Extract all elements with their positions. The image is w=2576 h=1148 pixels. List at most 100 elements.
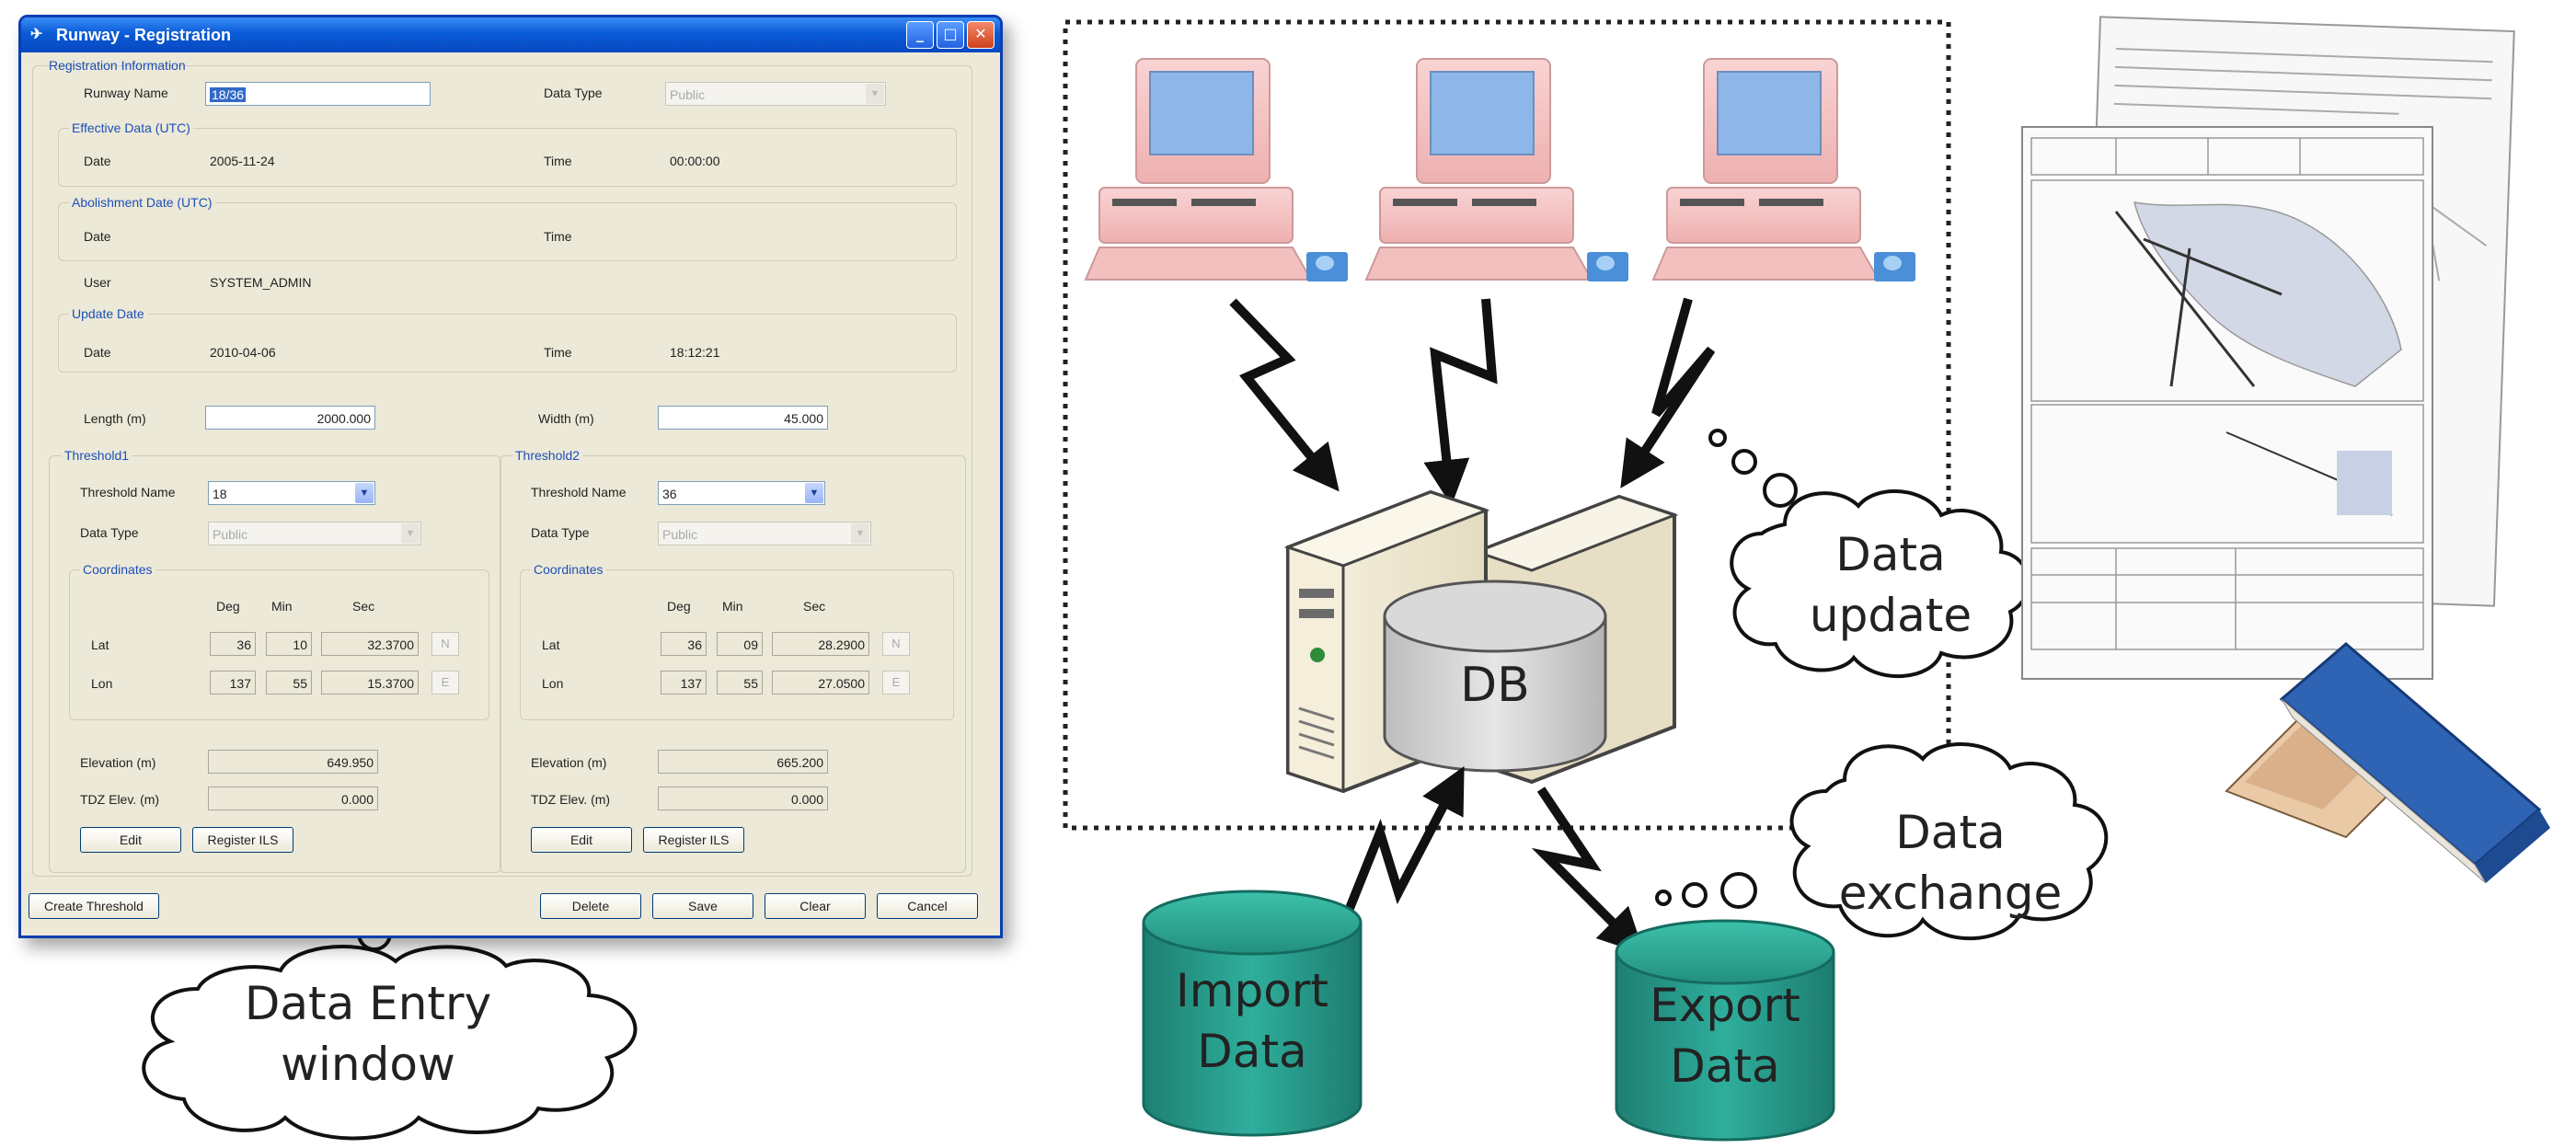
- clear-button[interactable]: Clear: [765, 893, 866, 919]
- t1-lon-min[interactable]: 55: [266, 671, 312, 695]
- t2-data-type-value: Public: [662, 527, 698, 542]
- width-label: Width (m): [538, 411, 594, 426]
- t1-data-type-value: Public: [213, 527, 248, 542]
- effective-date-value: 2005-11-24: [210, 154, 275, 168]
- threshold2-heading: Threshold2: [512, 448, 583, 463]
- t2-lon-min[interactable]: 55: [717, 671, 763, 695]
- user-label: User: [84, 275, 111, 290]
- aeronautical-chart-front-icon: [2021, 126, 2433, 680]
- data-type-select[interactable]: Public ▼: [665, 82, 886, 106]
- data-entry-line2: window: [281, 1038, 455, 1091]
- data-type-value: Public: [670, 87, 706, 102]
- abolishment-date-group: [58, 202, 957, 261]
- window-title-bar[interactable]: ✈ Runway - Registration: [21, 17, 1000, 52]
- t1-lat-deg[interactable]: 36: [210, 632, 256, 656]
- t2-lat-sec[interactable]: 28.2900: [772, 632, 869, 656]
- t1-elevation-input[interactable]: 649.950: [208, 750, 378, 774]
- t1-sec-header: Sec: [352, 599, 375, 614]
- data-entry-line1: Data Entry: [244, 977, 492, 1030]
- export-data-line1: Export: [1650, 979, 1800, 1032]
- delete-button[interactable]: Delete: [540, 893, 641, 919]
- data-update-line2: update: [1809, 589, 1972, 642]
- t1-lat-min[interactable]: 10: [266, 632, 312, 656]
- t1-threshold-name-label: Threshold Name: [80, 485, 176, 499]
- t2-threshold-name-select[interactable]: 36▼: [658, 481, 825, 505]
- t1-threshold-name-value: 18: [213, 487, 227, 501]
- threshold1-heading: Threshold1: [62, 448, 132, 463]
- cancel-button[interactable]: Cancel: [877, 893, 978, 919]
- t2-threshold-name-label: Threshold Name: [531, 485, 627, 499]
- export-data-cylinder-icon: [1615, 919, 1835, 1142]
- t1-lon-sec[interactable]: 15.3700: [321, 671, 419, 695]
- t2-register-ils-button[interactable]: Register ILS: [643, 827, 744, 853]
- t1-data-type-label: Data Type: [80, 525, 139, 540]
- t1-lat-sec[interactable]: 32.3700: [321, 632, 419, 656]
- t2-lon-sec[interactable]: 27.0500: [772, 671, 869, 695]
- abolishment-date-heading: Abolishment Date (UTC): [69, 195, 215, 210]
- airplane-icon: ✈: [30, 27, 43, 42]
- chevron-down-icon: ▼: [866, 84, 884, 104]
- t2-lat-label: Lat: [542, 637, 560, 652]
- data-update-cloud: [1708, 429, 2030, 678]
- runway-name-input[interactable]: 18/36: [205, 82, 431, 106]
- update-time-value: 18:12:21: [670, 345, 720, 360]
- t2-lat-min[interactable]: 09: [717, 632, 763, 656]
- import-data-cylinder-icon: [1142, 890, 1363, 1137]
- client-pc-3-icon: [1651, 58, 1915, 281]
- data-exchange-cloud: [1655, 742, 2109, 940]
- registration-info-heading: Registration Information: [49, 58, 186, 73]
- client-pc-1-icon: [1084, 58, 1348, 281]
- t2-sec-header: Sec: [803, 599, 826, 614]
- t2-data-type-select[interactable]: Public ▼: [658, 522, 871, 545]
- t1-lat-hemisphere[interactable]: N: [431, 632, 459, 656]
- t2-lon-deg[interactable]: 137: [661, 671, 707, 695]
- t1-min-header: Min: [271, 599, 293, 614]
- t1-lon-deg[interactable]: 137: [210, 671, 256, 695]
- t2-tdz-input[interactable]: 0.000: [658, 786, 828, 810]
- data-exchange-caption: Data exchange: [1826, 802, 2075, 924]
- window-title: Runway - Registration: [56, 25, 232, 44]
- close-icon[interactable]: ✕: [967, 21, 995, 49]
- t1-tdz-label: TDZ Elev. (m): [80, 792, 160, 807]
- t2-lat-hemisphere[interactable]: N: [882, 632, 910, 656]
- client-pc-2-icon: [1364, 58, 1628, 281]
- user-value: SYSTEM_ADMIN: [210, 275, 312, 290]
- t1-edit-button[interactable]: Edit: [80, 827, 181, 853]
- import-data-label: Import Data: [1145, 960, 1359, 1082]
- t2-lon-label: Lon: [542, 676, 564, 691]
- effective-time-label: Time: [544, 154, 572, 168]
- t1-threshold-name-select[interactable]: 18▼: [208, 481, 375, 505]
- window-controls: _ □ ✕: [906, 21, 995, 49]
- t1-lat-label: Lat: [91, 637, 109, 652]
- t1-data-type-select[interactable]: Public▼: [208, 522, 421, 545]
- t2-deg-header: Deg: [667, 599, 691, 614]
- save-button[interactable]: Save: [652, 893, 753, 919]
- length-input[interactable]: 2000.000: [205, 406, 375, 430]
- t1-lon-hemisphere[interactable]: E: [431, 671, 459, 695]
- t1-coordinates-group: [69, 569, 489, 720]
- width-input[interactable]: 45.000: [658, 406, 828, 430]
- t2-lat-deg[interactable]: 36: [661, 632, 707, 656]
- t1-register-ils-button[interactable]: Register ILS: [192, 827, 293, 853]
- t1-tdz-input[interactable]: 0.000: [208, 786, 378, 810]
- t2-elevation-input[interactable]: 665.200: [658, 750, 828, 774]
- chevron-down-icon: ▼: [805, 483, 823, 503]
- threshold2-group: [500, 455, 966, 873]
- t1-elevation-label: Elevation (m): [80, 755, 156, 770]
- minimize-icon[interactable]: _: [906, 21, 934, 49]
- t2-edit-button[interactable]: Edit: [531, 827, 632, 853]
- t2-data-type-label: Data Type: [531, 525, 590, 540]
- effective-date-heading: Effective Data (UTC): [69, 121, 193, 135]
- arrow-pc3-to-db: [1620, 297, 1716, 488]
- data-type-label: Data Type: [544, 86, 603, 100]
- effective-time-value: 00:00:00: [670, 154, 720, 168]
- effective-date-label: Date: [84, 154, 111, 168]
- effective-date-group: [58, 128, 957, 187]
- t2-lon-hemisphere[interactable]: E: [882, 671, 910, 695]
- maximize-icon[interactable]: □: [937, 21, 964, 49]
- runway-name-value: 18/36: [210, 87, 247, 102]
- chevron-down-icon: ▼: [851, 523, 869, 544]
- t2-tdz-label: TDZ Elev. (m): [531, 792, 611, 807]
- create-threshold-button[interactable]: Create Threshold: [29, 893, 159, 919]
